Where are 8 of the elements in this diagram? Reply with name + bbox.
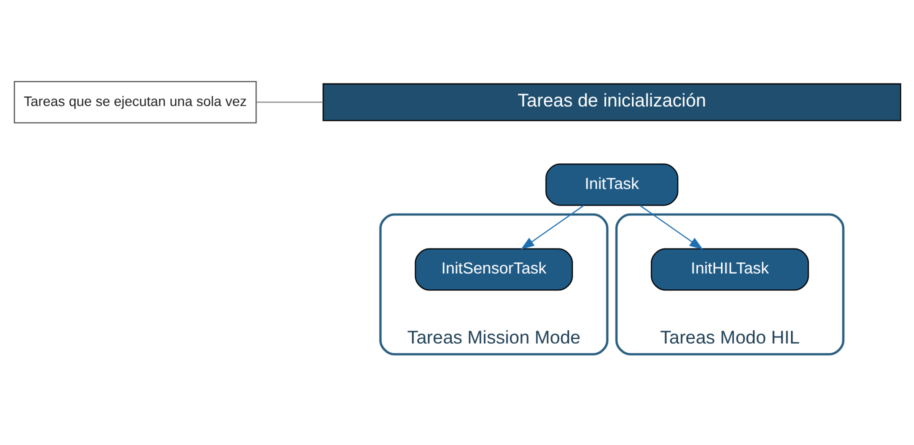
arrow (520, 204, 584, 250)
node-box: InitSensorTask (414, 248, 572, 291)
arrow (639, 204, 703, 250)
node-box: Tareas que se ejecutan una sola vez (13, 81, 256, 124)
node-box: InitHILTask (650, 248, 808, 291)
connector (256, 102, 322, 103)
node-box: Tareas de inicialización (322, 83, 901, 122)
node-box: InitTask (544, 164, 678, 206)
